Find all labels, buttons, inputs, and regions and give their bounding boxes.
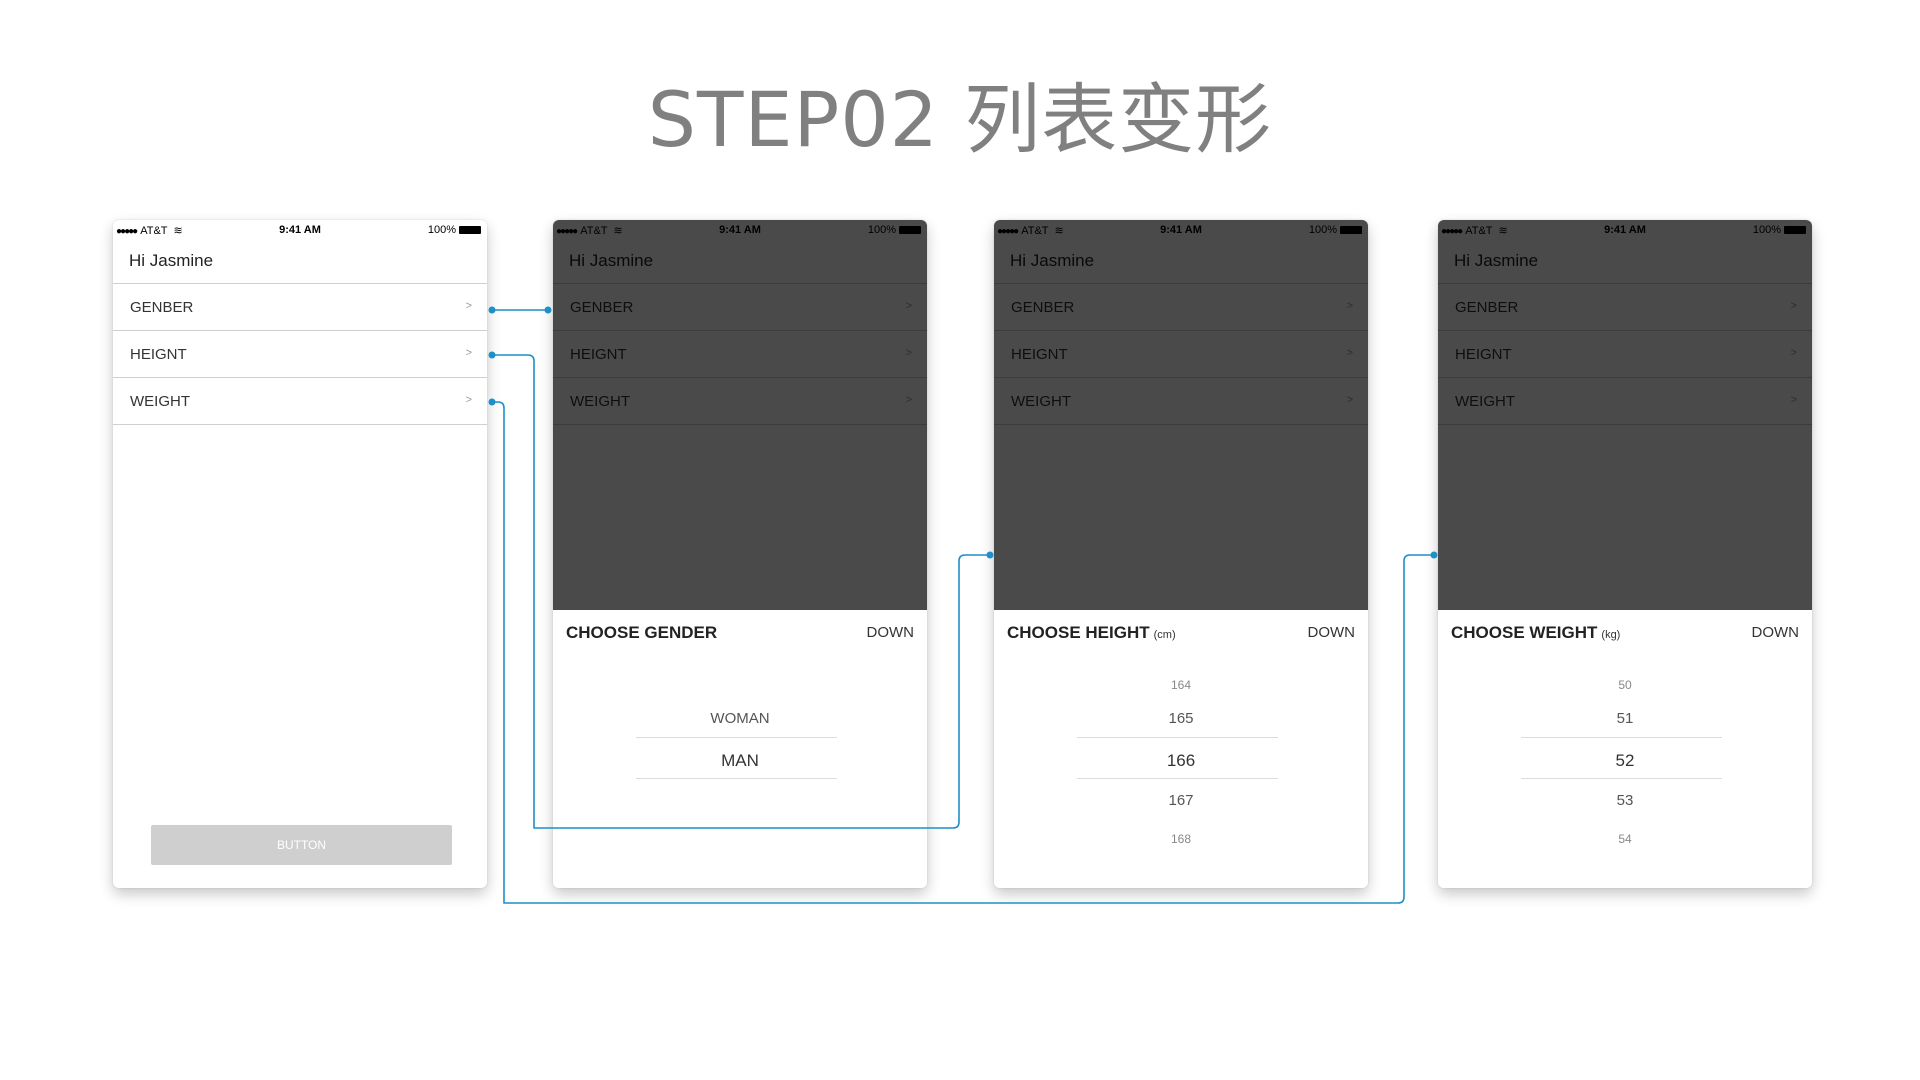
- chevron-right-icon: >: [465, 394, 472, 406]
- carrier-label: AT&T: [140, 225, 168, 237]
- picker-option[interactable]: 54: [1618, 832, 1632, 846]
- phone-height-picker: ●●●●●AT&T≋ 9:41 AM 100% Hi Jasmine GENBE…: [994, 220, 1368, 888]
- done-button[interactable]: DOWN: [1751, 624, 1800, 641]
- picker-option[interactable]: 165: [1168, 710, 1194, 727]
- picker-option[interactable]: 168: [1170, 832, 1192, 846]
- connector-dot: [544, 306, 552, 314]
- list-item-weight[interactable]: WEIGHT >: [113, 378, 487, 425]
- battery-label: 100%: [427, 224, 456, 236]
- picker-divider: [1521, 737, 1722, 738]
- picker-option-selected[interactable]: MAN: [721, 751, 759, 770]
- list-item-height[interactable]: HEIGNT >: [113, 331, 487, 378]
- picker-divider: [636, 737, 837, 738]
- sheet-title: CHOOSE WEIGHT(kg): [1451, 623, 1620, 643]
- picker-option[interactable]: 50: [1618, 678, 1632, 692]
- picker-divider: [1077, 737, 1278, 738]
- picker-option[interactable]: 53: [1616, 792, 1634, 809]
- picker-option-selected[interactable]: 52: [1615, 751, 1635, 770]
- picker-option-selected[interactable]: 166: [1166, 751, 1196, 770]
- picker-option[interactable]: 167: [1168, 792, 1194, 809]
- sheet-unit: (kg): [1601, 629, 1621, 641]
- connector-dot: [488, 351, 496, 359]
- done-button[interactable]: DOWN: [866, 624, 915, 641]
- list-item-label: WEIGHT: [130, 393, 190, 410]
- status-bar: ●●●●●AT&T ≋ 9:41 AM 100%: [113, 220, 487, 239]
- weight-picker-sheet: CHOOSE WEIGHT(kg) DOWN 50 51 52 53 54: [1438, 610, 1812, 888]
- connector-dot: [488, 306, 496, 314]
- sheet-unit: (cm): [1153, 629, 1176, 641]
- phone-gender-picker: ●●●●●AT&T≋ 9:41 AM 100% Hi Jasmine GENBE…: [553, 220, 927, 888]
- dim-overlay[interactable]: [1438, 220, 1812, 610]
- chevron-right-icon: >: [465, 300, 472, 312]
- picker-divider: [1521, 778, 1722, 779]
- chevron-right-icon: >: [465, 347, 472, 359]
- phone-weight-picker: ●●●●●AT&T≋ 9:41 AM 100% Hi Jasmine GENBE…: [1438, 220, 1812, 888]
- nav-header: Hi Jasmine: [113, 239, 487, 284]
- list-item-label: HEIGNT: [130, 346, 187, 363]
- battery-icon: [459, 226, 481, 234]
- page-title: STEP02 列表变形: [647, 75, 1273, 164]
- phone-list-screen: ●●●●●AT&T ≋ 9:41 AM 100% Hi Jasmine GENBE…: [113, 220, 487, 888]
- connector-dot: [488, 398, 496, 406]
- signal-icon: ●●●●●: [116, 226, 138, 237]
- dim-overlay[interactable]: [553, 220, 927, 610]
- picker-option[interactable]: WOMAN: [710, 710, 770, 727]
- height-picker-sheet: CHOOSE HEIGHT(cm) DOWN 164 165 166 167 1…: [994, 610, 1368, 888]
- sheet-title: CHOOSE HEIGHT(cm): [1007, 623, 1176, 643]
- picker-option[interactable]: 51: [1616, 710, 1634, 727]
- status-time: 9:41 AM: [279, 224, 321, 236]
- sheet-title-text: CHOOSE WEIGHT: [1451, 623, 1598, 642]
- greeting-text: Hi Jasmine: [129, 251, 214, 270]
- connector-dot: [986, 551, 994, 559]
- sheet-title-text: CHOOSE GENDER: [566, 623, 718, 642]
- list-item-label: GENBER: [130, 299, 194, 316]
- gender-picker-sheet: CHOOSE GENDER DOWN WOMAN MAN: [553, 610, 927, 888]
- sheet-title: CHOOSE GENDER: [566, 623, 717, 643]
- sheet-title-text: CHOOSE HEIGHT: [1007, 623, 1150, 642]
- wifi-icon: ≋: [173, 225, 183, 237]
- submit-button[interactable]: BUTTON: [151, 825, 452, 865]
- done-button[interactable]: DOWN: [1307, 624, 1356, 641]
- dim-overlay[interactable]: [994, 220, 1368, 610]
- connector-dot: [1430, 551, 1438, 559]
- picker-divider: [1077, 778, 1278, 779]
- list-item-gender[interactable]: GENBER >: [113, 284, 487, 331]
- picker-divider: [636, 778, 837, 779]
- picker-option[interactable]: 164: [1170, 678, 1192, 692]
